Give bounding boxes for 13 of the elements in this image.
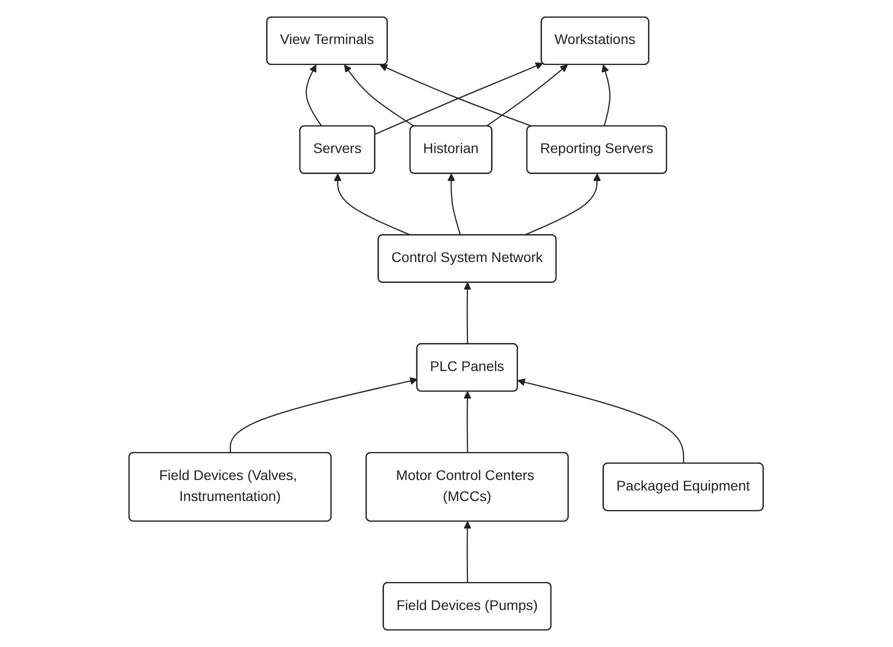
arrow bbox=[486, 64, 568, 127]
arrow bbox=[344, 64, 416, 127]
arrow bbox=[306, 64, 323, 127]
arrow bbox=[518, 378, 685, 464]
arrow bbox=[464, 391, 472, 454]
arrow bbox=[380, 64, 533, 127]
arrow bbox=[464, 282, 472, 344]
arrow bbox=[375, 62, 544, 135]
arrow bbox=[230, 377, 418, 454]
arrow bbox=[524, 173, 602, 236]
arrow bbox=[602, 64, 611, 126]
arrow bbox=[464, 521, 472, 583]
arrow bbox=[448, 173, 462, 236]
